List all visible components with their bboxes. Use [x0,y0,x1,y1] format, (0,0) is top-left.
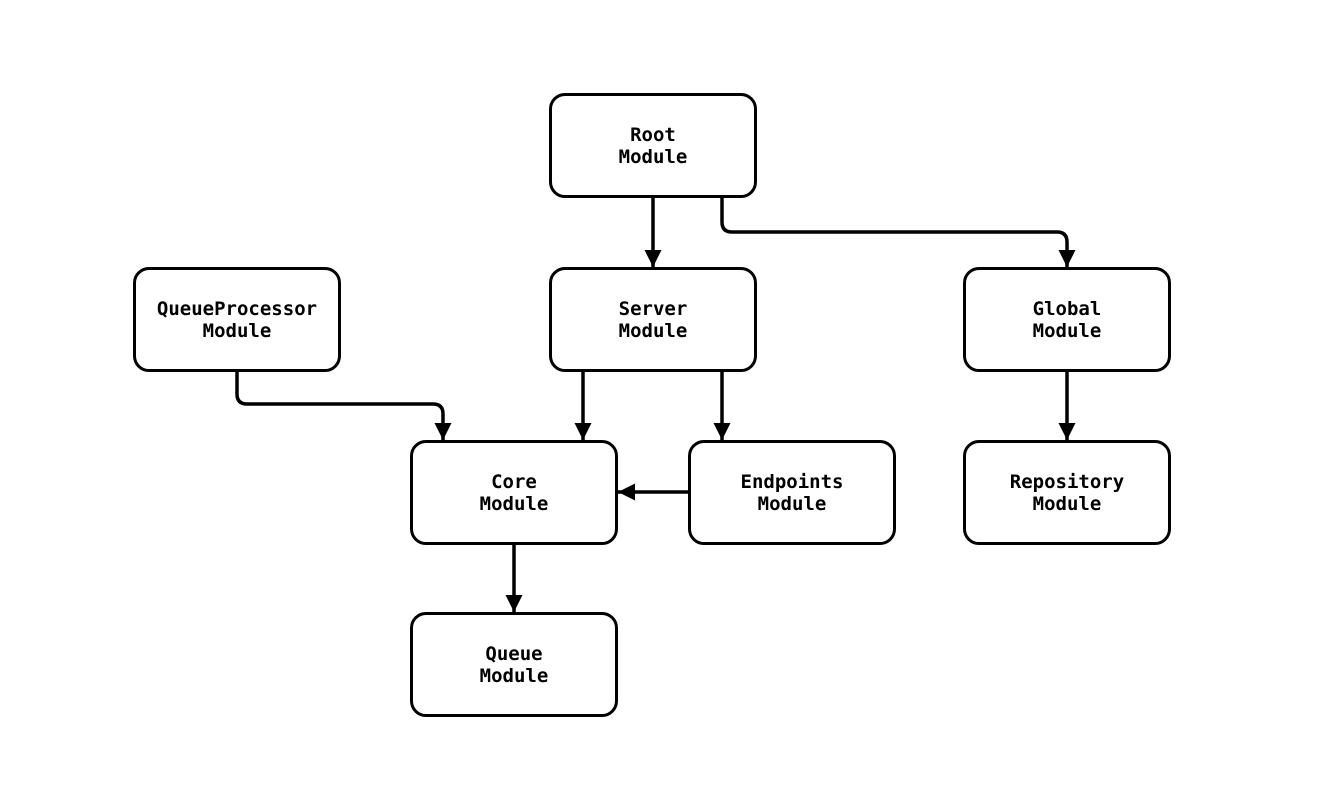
node-queueprocessor-label-line: QueueProcessor [156,297,318,320]
node-root-label-line: Root [630,123,676,146]
node-server-label-line: Server [618,297,688,320]
node-repository-label-line: Module [1032,492,1102,515]
node-queue-label-line: Module [479,664,549,687]
node-core-label-line: Module [479,492,549,515]
node-core-label-line: Core [491,470,537,493]
node-queueprocessor-label-line: Module [202,319,272,342]
node-root-label-line: Module [618,145,688,168]
node-global-label-line: Module [1032,319,1102,342]
node-endpoints-label-line: Module [757,492,827,515]
node-repository-label-line: Repository [1009,470,1125,493]
edge-queueprocessor-to-core [235,372,452,440]
node-queue-label-line: Queue [485,642,543,665]
edges-group [235,198,1076,612]
node-endpoints-label-line: Endpoints [740,470,844,493]
edge-root-to-global [720,198,1076,267]
node-global-label-line: Global [1032,297,1102,320]
node-server-label-line: Module [618,319,688,342]
